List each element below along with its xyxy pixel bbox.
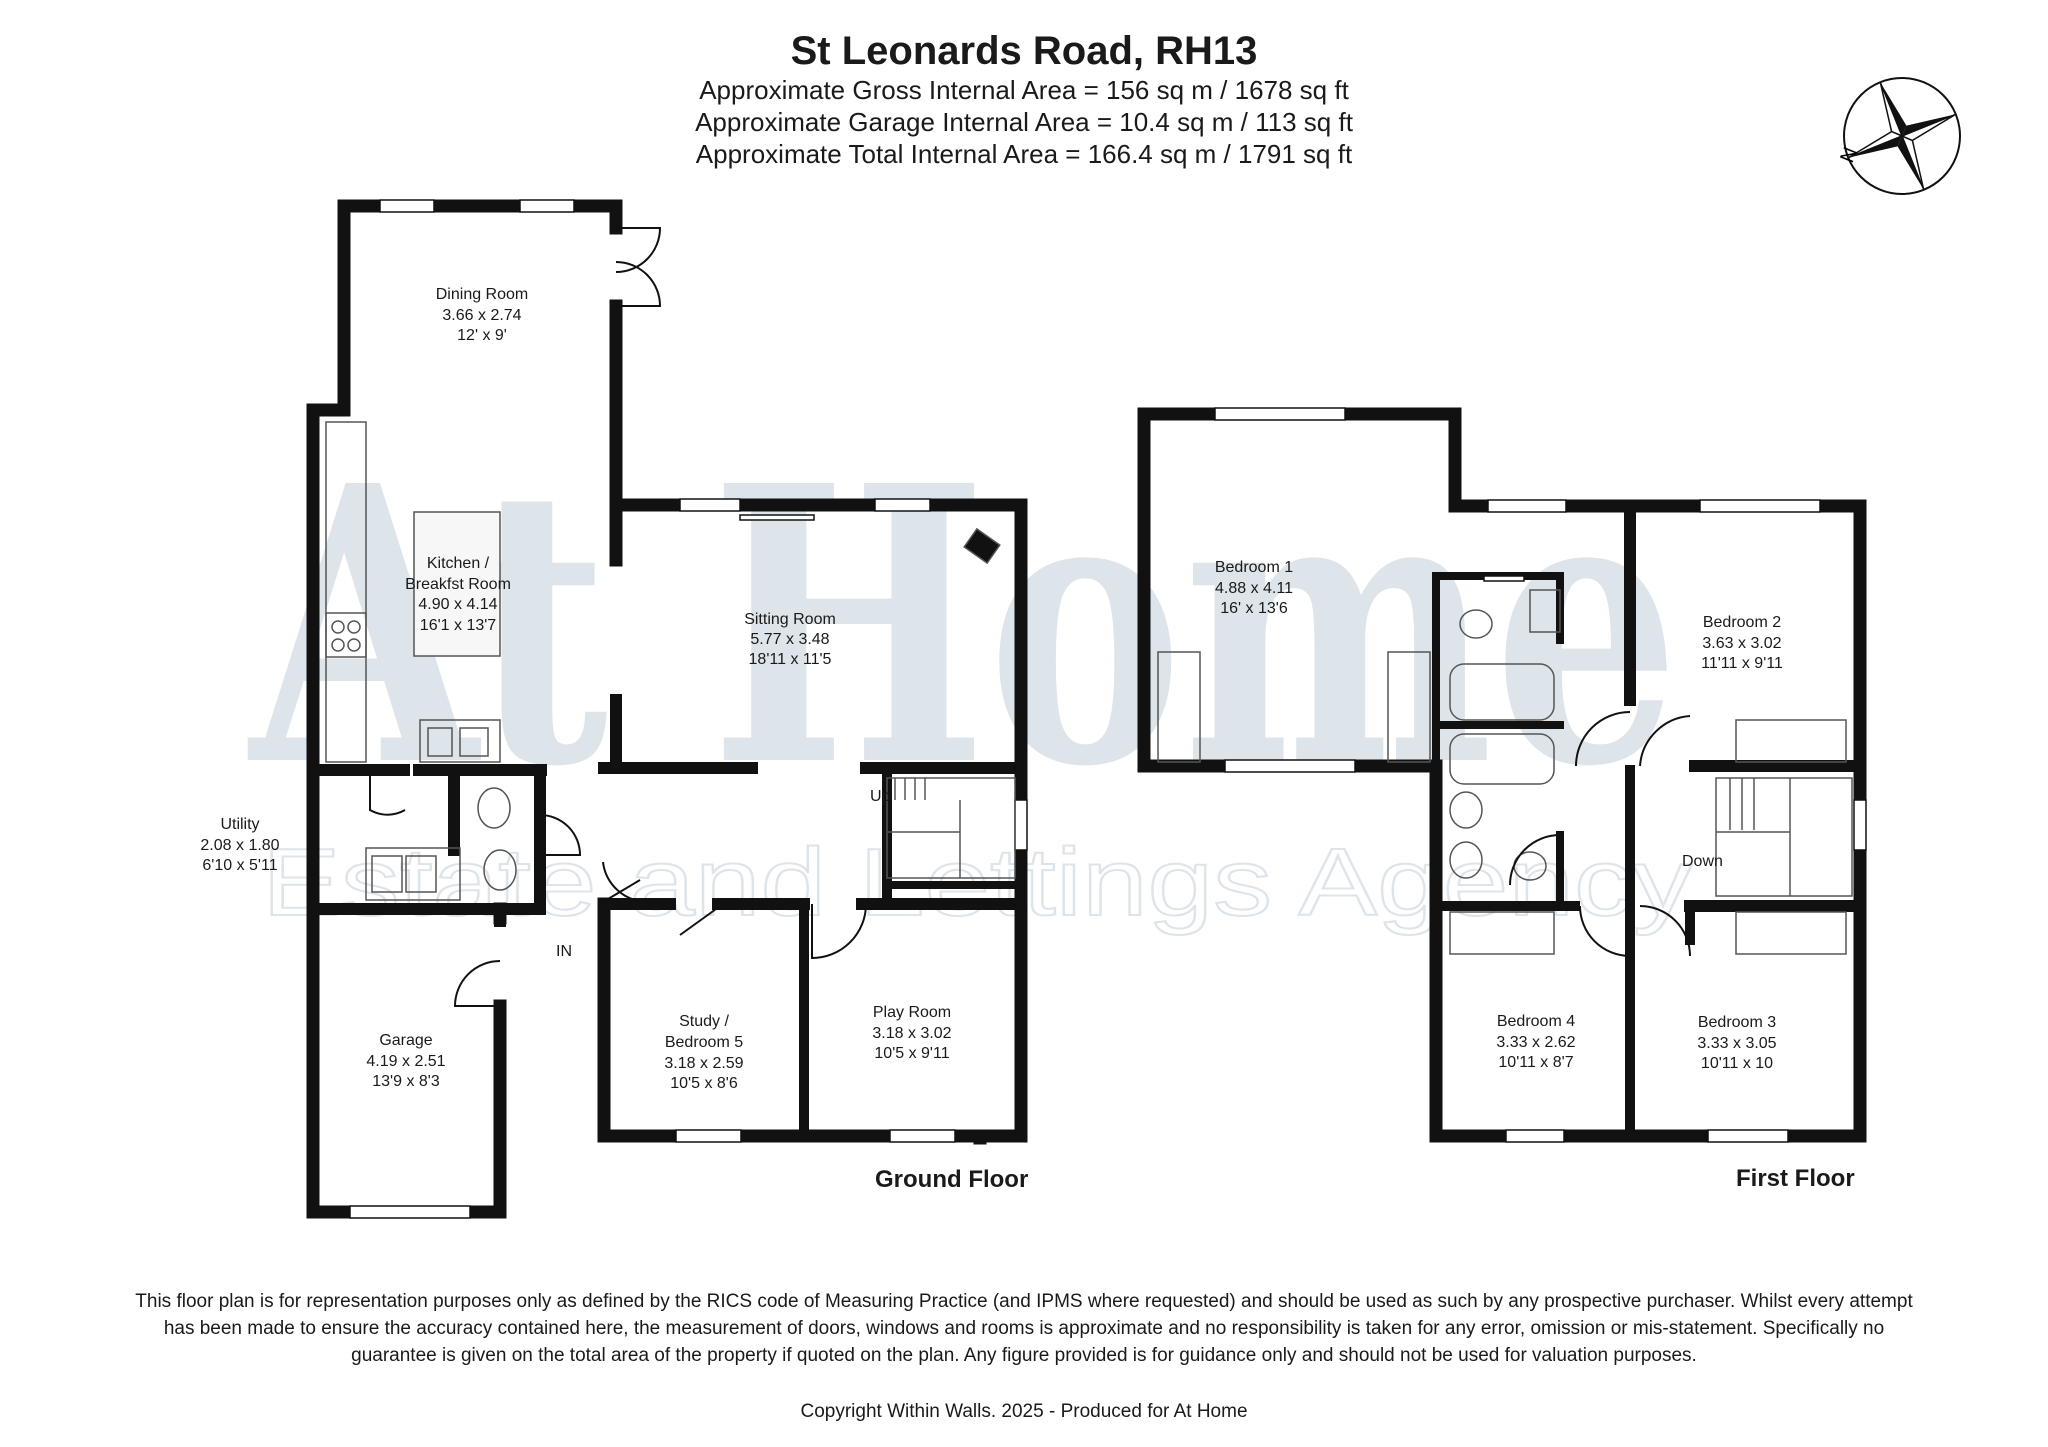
first-floor-stairs [1715,777,1853,897]
bedroom-3-name: Bedroom 3 [1698,1014,1776,1031]
plan-header: St Leonards Road, RH13 Approximate Gross… [0,28,2048,170]
ground-floor-label: Ground Floor [875,1166,1028,1193]
study-metric: 3.18 x 2.59 [664,1055,743,1072]
bedroom-4-name: Bedroom 4 [1497,1013,1575,1030]
bedroom-2-name: Bedroom 2 [1703,614,1781,631]
play-room-name: Play Room [873,1004,951,1021]
bedroom-3-imperial: 10'11 x 10 [1701,1055,1773,1072]
bedroom-2-imperial: 11'11 x 9'11 [1701,655,1783,672]
ground-floor-windows [349,199,1028,1219]
kitchen-name: Kitchen / [427,555,490,572]
compass-icon: N [1838,77,1961,195]
total-internal-area: Approximate Total Internal Area = 166.4 … [695,139,1353,169]
bedroom-3-metric: 3.33 x 3.05 [1697,1035,1776,1052]
bedroom-1-metric: 4.88 x 4.11 [1215,580,1293,597]
study-name-2: Bedroom 5 [665,1034,743,1051]
ground-floor-stairs [886,777,1016,879]
study-name: Study / [679,1013,729,1030]
watermark: At Home Estate and Lettings Agency [245,403,1693,937]
play-room-metric: 3.18 x 3.02 [872,1025,951,1042]
garage-internal-area: Approximate Garage Internal Area = 10.4 … [695,107,1353,137]
entrance-label: IN [556,943,572,960]
play-room-imperial: 10'5 x 9'11 [874,1045,949,1062]
sitting-room-metric: 5.77 x 3.48 [750,631,829,648]
disclaimer-text: This floor plan is for representation pu… [135,1291,1913,1366]
bedroom-1-imperial: 16' x 13'6 [1220,600,1288,617]
kitchen-imperial: 16'1 x 13'7 [420,617,496,634]
dining-room-name: Dining Room [436,286,528,303]
utility-metric: 2.08 x 1.80 [200,837,279,854]
first-floor-plan [1137,407,1867,1143]
kitchen-fixtures [325,421,1001,901]
dining-room-metric: 3.66 x 2.74 [442,307,521,324]
garage-metric: 4.19 x 2.51 [366,1053,445,1070]
utility-imperial: 6'10 x 5'11 [202,857,277,874]
study-imperial: 10'5 x 8'6 [670,1075,738,1092]
stair-up-label: Up [870,788,891,805]
garage-name: Garage [379,1032,432,1049]
dining-room-imperial: 12' x 9' [457,327,507,344]
sitting-room-name: Sitting Room [744,611,836,628]
sitting-room-imperial: 18'11 x 11'5 [749,651,832,668]
kitchen-metric: 4.90 x 4.14 [418,596,497,613]
gross-internal-area: Approximate Gross Internal Area = 156 sq… [699,75,1349,105]
bedroom-4-metric: 3.33 x 2.62 [1496,1034,1575,1051]
garage-imperial: 13'9 x 8'3 [372,1073,440,1090]
bedroom-1-name: Bedroom 1 [1215,559,1293,576]
copyright-text: Copyright Within Walls. 2025 - Produced … [800,1401,1248,1422]
ground-floor-plan [306,199,1028,1219]
kitchen-name-2: Breakfst Room [405,576,511,593]
first-floor-doors [1509,711,1691,957]
first-floor-label: First Floor [1736,1165,1855,1192]
first-floor-fixtures [1157,589,1847,955]
ground-floor-doors [369,227,867,1007]
bedroom-2-metric: 3.63 x 3.02 [1702,635,1781,652]
utility-name: Utility [220,816,259,833]
stair-down-label: Down [1682,853,1723,870]
bedroom-4-imperial: 10'11 x 8'7 [1498,1054,1573,1071]
first-floor-windows [1214,407,1867,1143]
property-title: St Leonards Road, RH13 [790,29,1258,73]
